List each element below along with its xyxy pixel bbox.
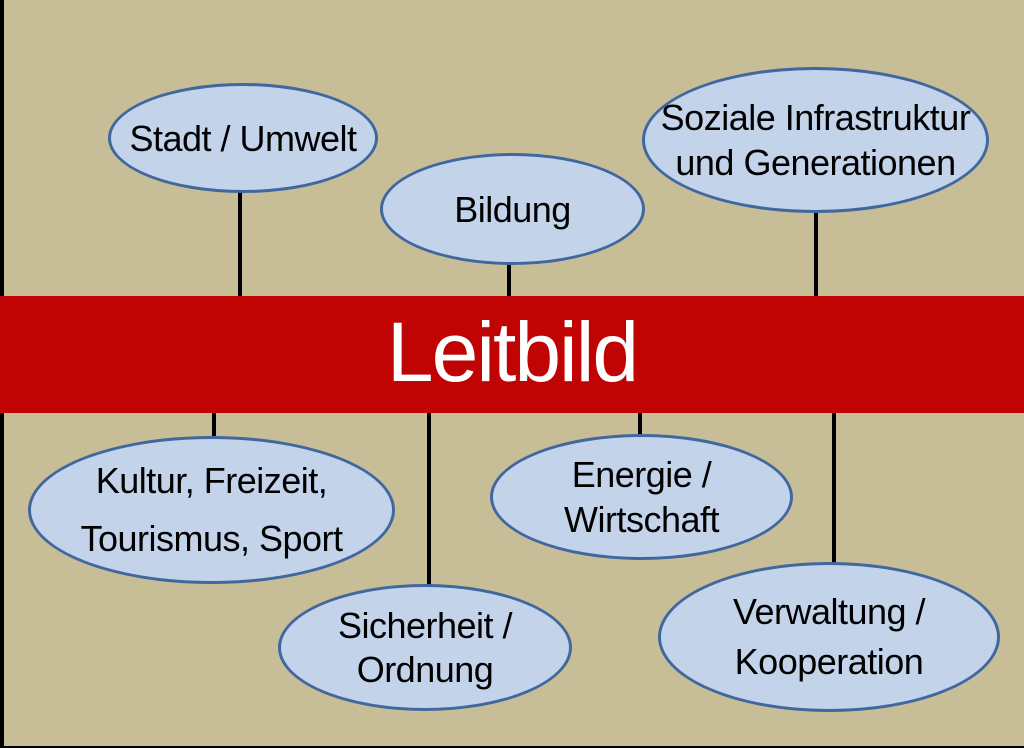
node-bildung: Bildung bbox=[380, 153, 645, 265]
node-label-line: Energie / bbox=[571, 454, 712, 495]
node-label-line: Wirtschaft bbox=[563, 499, 720, 540]
node-kultur-freizeit-tourismus-sport: Kultur, Freizeit, Tourismus, Sport bbox=[28, 436, 395, 584]
node-stadt-umwelt: Stadt / Umwelt bbox=[108, 83, 378, 193]
node-label-line: Tourismus, Sport bbox=[80, 518, 343, 559]
node-label-line: Stadt / Umwelt bbox=[129, 117, 357, 159]
leitbild-title: Leitbild bbox=[386, 304, 639, 399]
node-sicherheit-ordnung: Sicherheit /Ordnung bbox=[278, 584, 572, 711]
connector-bildung bbox=[507, 262, 511, 298]
leitbild-band: Leitbild bbox=[0, 296, 1024, 413]
node-label-line: Ordnung bbox=[356, 648, 494, 690]
connector-energie-wirtschaft bbox=[638, 411, 642, 438]
node-energie-wirtschaft: Energie /Wirtschaft bbox=[490, 434, 793, 560]
node-verwaltung-kooperation: Verwaltung / Kooperation bbox=[658, 562, 1000, 712]
node-label-line: und Generationen bbox=[675, 142, 956, 183]
connector-stadt-umwelt bbox=[238, 191, 242, 298]
node-label-line: Verwaltung / bbox=[732, 590, 926, 632]
node-label-line: Soziale Infrastruktur bbox=[660, 97, 971, 138]
node-label-line: Sicherheit / bbox=[337, 605, 513, 647]
connector-kultur-freizeit-tourismus-sport bbox=[212, 411, 216, 440]
node-label-line: Kooperation bbox=[734, 641, 924, 682]
connector-soziale-infrastruktur-und-generationen bbox=[814, 210, 818, 298]
node-label-line: Kultur, Freizeit, bbox=[95, 460, 328, 502]
connector-verwaltung-kooperation bbox=[832, 411, 836, 566]
connector-sicherheit-ordnung bbox=[427, 411, 431, 588]
node-label-line: Bildung bbox=[454, 188, 571, 230]
frame-edge-bottom bbox=[0, 746, 1024, 748]
